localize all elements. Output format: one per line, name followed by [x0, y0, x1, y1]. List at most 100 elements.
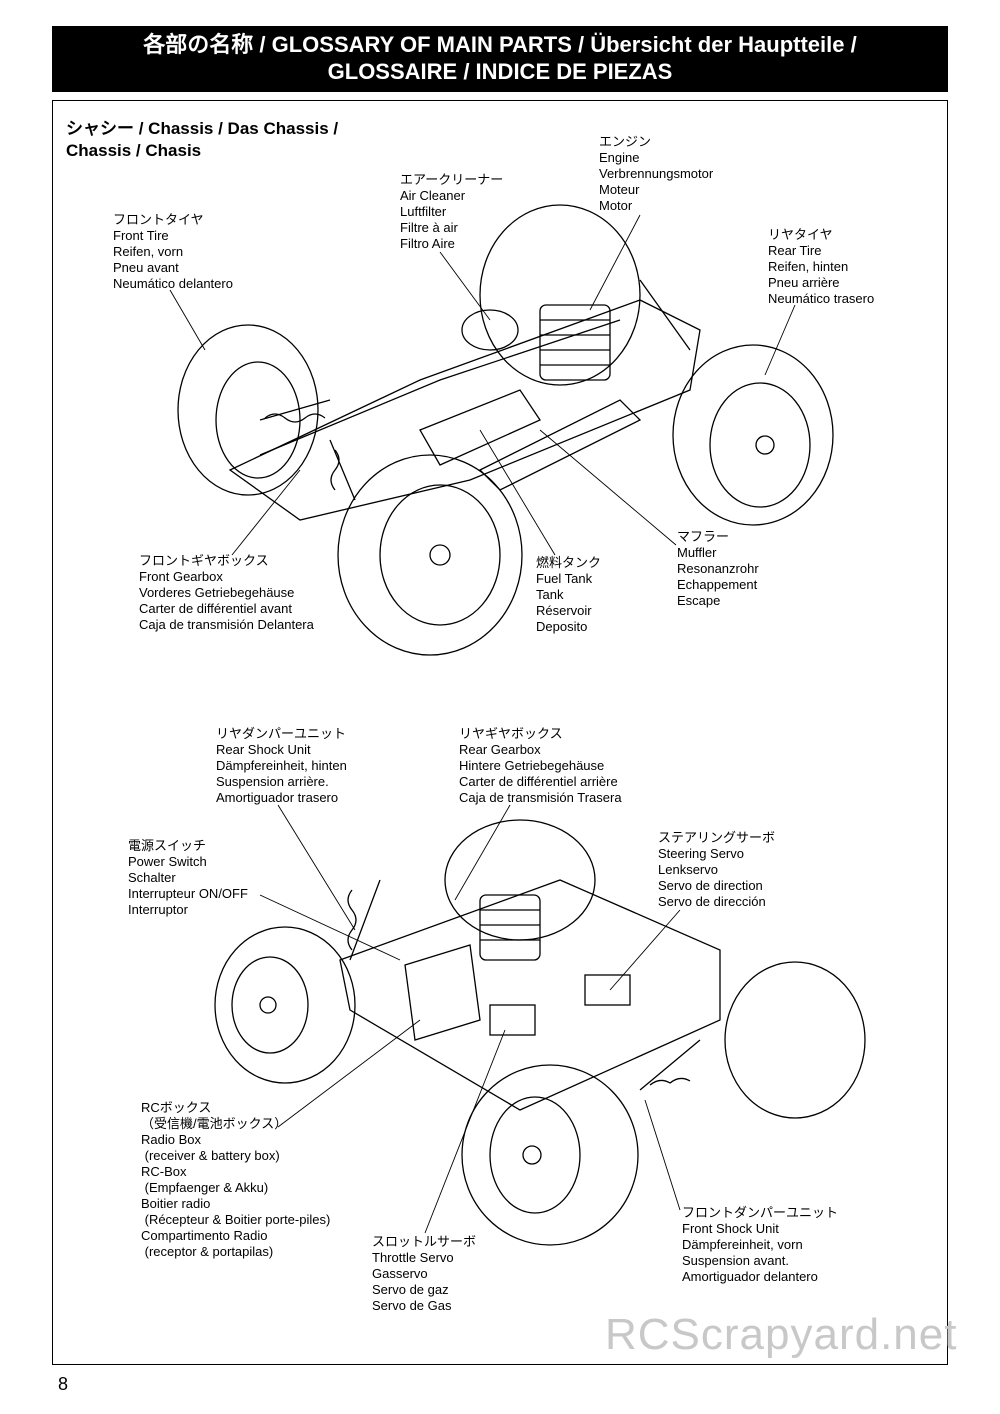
label-line: (Récepteur & Boitier porte-piles)	[141, 1212, 331, 1227]
watermark: RCScrapyard.net	[605, 1310, 958, 1359]
label-line: Escape	[677, 593, 721, 608]
label-line: Moteur	[599, 182, 640, 197]
label-line: Neumático delantero	[113, 276, 233, 291]
label-line: Rear Shock Unit	[216, 742, 311, 757]
label-line: Réservoir	[536, 603, 592, 618]
label-line: Boitier radio	[141, 1196, 211, 1211]
label-line: Neumático trasero	[768, 291, 875, 306]
bottom-back-tire	[444, 819, 596, 941]
label-line: Pneu avant	[113, 260, 179, 275]
label-line: Hintere Getriebegehäuse	[459, 758, 605, 773]
label-line: リヤダンパーユニット	[216, 726, 347, 741]
label-line: Front Tire	[113, 228, 169, 243]
label-line: Servo de dirección	[658, 894, 766, 909]
bottom-throttle-servo	[489, 1004, 536, 1036]
label-line: Power Switch	[128, 854, 207, 869]
label-line: Front Shock Unit	[682, 1221, 779, 1236]
label-line: フロントギヤボックス	[139, 553, 269, 568]
label-line: Schalter	[128, 870, 176, 885]
label-line: フロントタイヤ	[113, 212, 204, 227]
label-line: 電源スイッチ	[128, 838, 207, 853]
label-line: Lenkservo	[658, 862, 718, 877]
header-line-2: GLOSSAIRE / INDICE DE PIEZAS	[327, 59, 673, 84]
label-line: Radio Box	[141, 1132, 201, 1147]
page-number: 8	[58, 1374, 69, 1394]
label-line: Pneu arrière	[768, 275, 840, 290]
label-line: リヤギヤボックス	[459, 726, 563, 741]
label-line: Caja de transmisión Delantera	[139, 617, 314, 632]
label-line: Resonanzrohr	[677, 561, 759, 576]
top-engine	[539, 304, 611, 381]
label-line: Reifen, vorn	[113, 244, 184, 259]
label-line: Gasservo	[372, 1266, 428, 1281]
bottom-front-tire	[461, 1064, 639, 1246]
top-front-tire	[177, 324, 319, 496]
top-front-right-tire	[337, 454, 523, 656]
label-line: Filtre à air	[400, 220, 458, 235]
label-line: Fuel Tank	[536, 571, 593, 586]
label-line: Reifen, hinten	[768, 259, 849, 274]
label-line: Deposito	[536, 619, 588, 634]
top-rear-left-tire	[479, 204, 641, 386]
label-line: Carter de différentiel arrière	[459, 774, 618, 789]
label-line: (receptor & portapilas)	[141, 1244, 274, 1259]
label-line: Verbrennungsmotor	[599, 166, 714, 181]
label-line: マフラー	[677, 529, 730, 544]
label-line: Servo de gaz	[372, 1282, 449, 1297]
label-line: Amortiguador delantero	[682, 1269, 818, 1284]
label-line: Tank	[536, 587, 564, 602]
header-line-1: 各部の名称 / GLOSSARY OF MAIN PARTS / Übersic…	[143, 32, 857, 57]
label-line: Servo de direction	[658, 878, 763, 893]
label-rc-box: RCボックス（受信機/電池ボックス）Radio Box (receiver & …	[141, 1100, 330, 1260]
label-line: (Empfaenger & Akku)	[141, 1180, 269, 1195]
label-line: Filtro Aire	[400, 236, 455, 251]
label-line: Throttle Servo	[372, 1250, 454, 1265]
label-line: フロントダンパーユニット	[682, 1205, 839, 1220]
bottom-car-illustration	[214, 819, 866, 1246]
bottom-right-tire	[724, 961, 866, 1119]
bottom-radio-box	[404, 944, 481, 1041]
label-line: ステアリングサーボ	[658, 830, 776, 845]
label-line: Luftfilter	[400, 204, 447, 219]
label-line: Echappement	[677, 577, 758, 592]
top-muffler	[478, 399, 642, 491]
content-frame	[52, 100, 948, 1365]
bottom-engine	[479, 894, 541, 961]
label-line: (receiver & battery box)	[141, 1148, 280, 1163]
label-line: エアークリーナー	[400, 172, 504, 187]
label-line: Engine	[599, 150, 640, 165]
label-line: Dämpfereinheit, vorn	[682, 1237, 803, 1252]
label-line: Steering Servo	[658, 846, 744, 861]
label-line: Carter de différentiel avant	[139, 601, 292, 616]
label-line: （受信機/電池ボックス）	[141, 1116, 288, 1131]
bottom-steering-servo	[584, 974, 631, 1006]
top-rear-right-tire	[672, 344, 834, 526]
label-line: Suspension arrière.	[216, 774, 329, 789]
leader-lines	[169, 214, 796, 1234]
label-line: Interrupteur ON/OFF	[128, 886, 248, 901]
label-line: Amortiguador trasero	[216, 790, 339, 805]
label-line: Caja de transmisión Trasera	[459, 790, 622, 805]
label-line: エンジン	[599, 134, 652, 149]
label-line: Rear Gearbox	[459, 742, 541, 757]
label-line: Muffler	[677, 545, 717, 560]
label-line: Suspension avant.	[682, 1253, 789, 1268]
label-line: Front Gearbox	[139, 569, 223, 584]
bottom-left-tire	[214, 926, 356, 1084]
top-fuel-tank	[419, 389, 541, 466]
label-line: Servo de Gas	[372, 1298, 452, 1313]
label-line: RC-Box	[141, 1164, 187, 1179]
label-line: スロットルサーボ	[372, 1234, 477, 1249]
top-car-illustration	[177, 204, 834, 656]
